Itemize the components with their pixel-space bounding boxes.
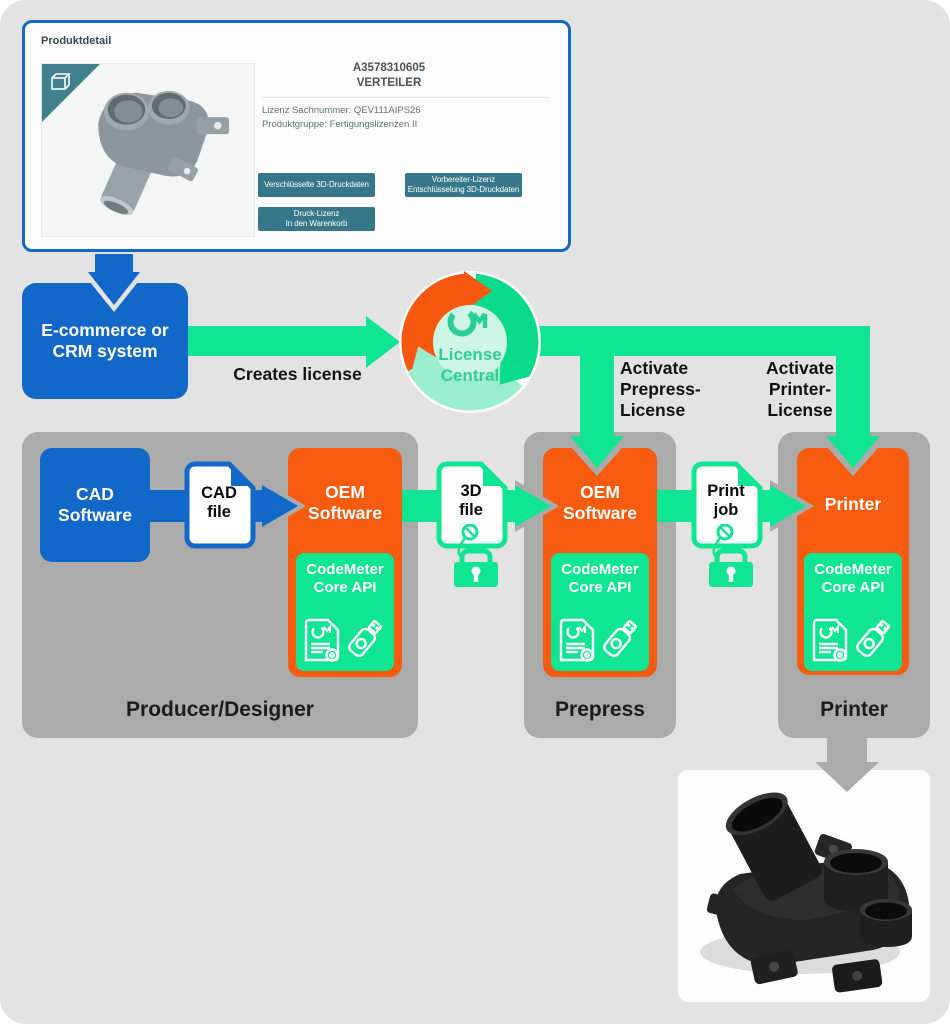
card-to-ecommerce-arrowhead-icon — [82, 272, 146, 312]
usb-dongle-icon — [856, 619, 891, 658]
ecommerce-crm-box: E-commerce or CRM system — [22, 283, 188, 399]
product-image — [41, 63, 255, 237]
printer-output-arrowhead-icon — [815, 762, 879, 792]
license-certificate-icon — [559, 618, 595, 662]
prepress-group-label: Prepress — [555, 698, 645, 721]
codemeter-core-api-label: CodeMeter Core API — [561, 561, 639, 596]
codemeter-core-api-label: CodeMeter Core API — [306, 561, 384, 596]
rotation-arrowhead-green-icon — [499, 359, 530, 385]
cube-icon — [51, 73, 71, 90]
print-job-icon — [691, 461, 763, 549]
card-divider — [262, 97, 550, 98]
product-detail-card: Produktdetail — [22, 20, 571, 252]
oem-software-label: OEM Software — [563, 482, 637, 523]
cad-software-box: CAD Software — [40, 448, 150, 562]
printed-part-photo — [678, 770, 930, 1002]
encrypted-3d-data-button[interactable]: Verschlüsselte 3D-Druckdaten — [258, 173, 375, 197]
three-d-file-label: 3D file — [459, 482, 483, 519]
creates-license-arrow — [188, 316, 400, 368]
usb-dongle-icon — [348, 619, 383, 658]
license-central-logo: License Central — [399, 271, 541, 413]
rotation-arrowhead-pale-icon — [410, 346, 440, 377]
activate-printer-arrowhead-icon — [819, 436, 887, 476]
printer-box: Printer CodeMeter Core API — [797, 448, 909, 675]
cube-corner-badge — [42, 64, 100, 122]
activate-printer-label: Activate Printer- License — [765, 358, 835, 420]
license-number-text: Lizenz Sachnummer: QEV111AIPS26 — [262, 105, 421, 116]
rotation-arrowhead-orange-icon — [464, 271, 492, 311]
three-d-file-icon — [436, 461, 508, 549]
encryption-lock-icon — [454, 524, 498, 587]
oem-software-box-prepress: OEM Software CodeMeter Core API — [543, 448, 657, 677]
codemeter-core-api-box: CodeMeter Core API — [296, 553, 394, 671]
codemeter-core-api-box: CodeMeter Core API — [804, 553, 902, 671]
cad-file-label: CAD file — [201, 484, 237, 521]
encryption-lock-icon — [709, 524, 753, 587]
license-certificate-icon — [812, 618, 848, 662]
card-to-ecommerce-arrow-stem — [95, 254, 133, 276]
codemeter-cm-icon — [447, 307, 488, 337]
cad-file-icon — [184, 461, 256, 549]
prepress-to-printer-arrowhead-icon — [770, 480, 814, 532]
ecommerce-crm-label: E-commerce or CRM system — [41, 320, 169, 361]
usb-dongle-icon — [603, 619, 638, 658]
oem-software-box-producer: OEM Software CodeMeter Core API — [288, 448, 402, 677]
product-group-text: Produktgruppe: Fertigungslizenzen II — [262, 119, 418, 130]
license-central-label-line1: License — [438, 345, 501, 364]
printer-group-label: Printer — [820, 698, 888, 721]
print-job-label: Print job — [707, 482, 745, 519]
activate-prepress-label: Activate Prepress- License — [620, 358, 701, 420]
card-title: Produktdetail — [41, 35, 112, 47]
license-certificate-icon — [304, 618, 340, 662]
cad-to-oem-arrowhead-icon — [262, 480, 306, 532]
activate-prepress-arrow-stem — [580, 340, 614, 446]
product-render — [98, 90, 230, 216]
activate-prepress-arrowhead-icon — [563, 436, 631, 476]
product-heading: A3578310605 VERTEILER — [239, 61, 539, 91]
codemeter-core-api-label: CodeMeter Core API — [814, 561, 892, 596]
oem-to-prepress-arrowhead-icon — [515, 480, 559, 532]
license-central-label-line2: Central — [441, 366, 500, 385]
cad-software-label: CAD Software — [58, 484, 132, 525]
printer-box-label: Printer — [824, 494, 882, 514]
codemeter-core-api-box: CodeMeter Core API — [551, 553, 649, 671]
creates-license-label: Creates license — [233, 364, 362, 384]
activate-printer-arrow-stem — [836, 340, 870, 446]
product-number: A3578310605 — [352, 62, 426, 74]
oem-software-label: OEM Software — [308, 482, 382, 523]
printer-output-arrow-stem — [827, 737, 867, 765]
producer-group-label: Producer/Designer — [126, 698, 314, 721]
product-name: VERTEILER — [356, 77, 422, 89]
